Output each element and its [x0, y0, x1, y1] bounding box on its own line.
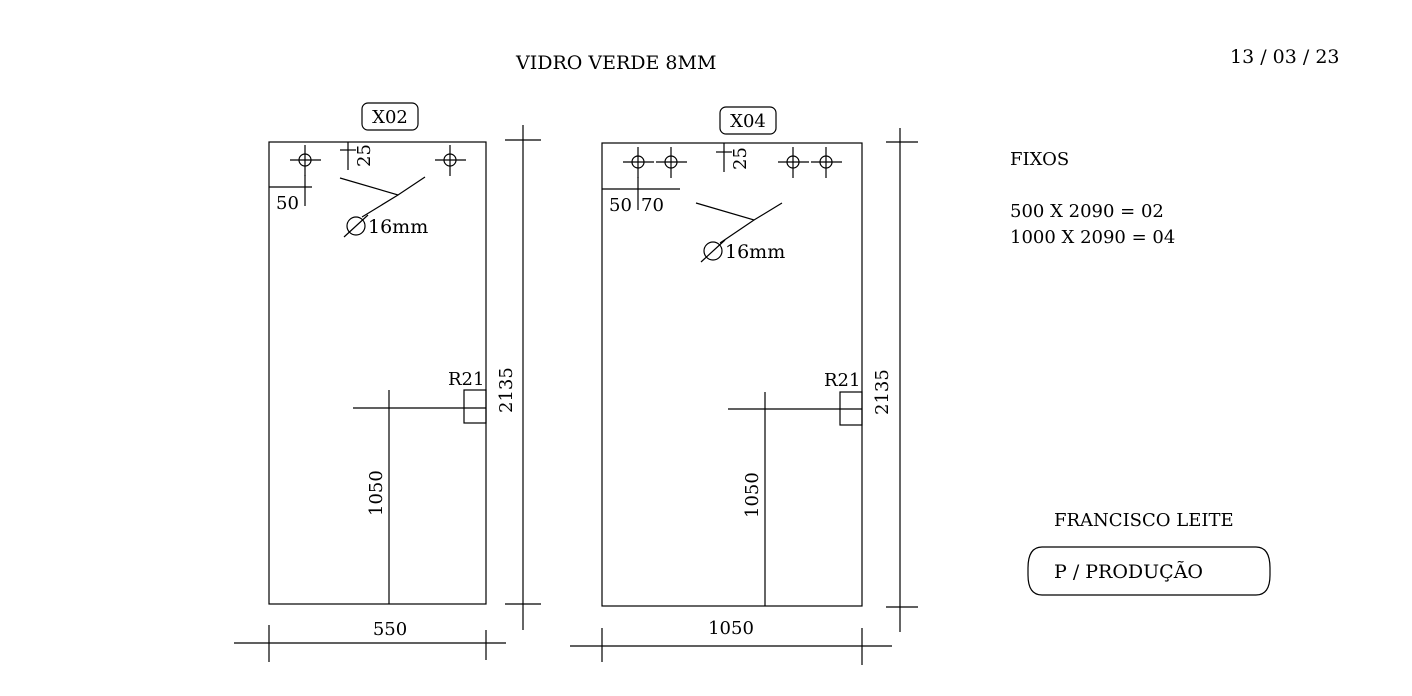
- production-badge: P / PRODUÇÃO: [1054, 561, 1203, 583]
- hole-diameter-label: 16mm: [725, 241, 785, 263]
- notes-line: 1000 X 2090 = 04: [1010, 227, 1175, 248]
- hole-icon: [623, 147, 654, 178]
- notes-heading: FIXOS: [1010, 149, 1069, 170]
- hole-icon: [778, 147, 809, 178]
- hole-diameter-label: 16mm: [368, 216, 428, 238]
- hole-top-label: 25: [354, 144, 375, 167]
- hole-edge-label: 70: [641, 195, 664, 216]
- glass-outline: [268, 141, 487, 605]
- notch-label: R21: [448, 369, 484, 390]
- panel-tag: X02: [372, 107, 408, 128]
- height-label: 2135: [496, 367, 517, 413]
- handle-height-label: 1050: [366, 470, 387, 516]
- notes: FIXOS 500 X 2090 = 02 1000 X 2090 = 04: [1010, 149, 1175, 248]
- hole-icon: [290, 145, 321, 176]
- notes-line: 500 X 2090 = 02: [1010, 201, 1164, 222]
- glass-panel-x02: X02 50 25 16mm R21 10: [234, 102, 541, 662]
- hole-icon: [435, 145, 466, 176]
- production-badge-outline: [1027, 546, 1271, 596]
- panel-tag-box: [361, 102, 419, 131]
- diameter-icon: [700, 239, 726, 263]
- glass-panel-x04: X04 50 70 25: [570, 106, 918, 665]
- notch-label: R21: [824, 370, 860, 391]
- drawing-date: 13 / 03 / 23: [1230, 46, 1340, 68]
- drawing-title: VIDRO VERDE 8MM: [515, 52, 716, 74]
- hole-top-label: 25: [730, 147, 751, 170]
- handle-notch: [463, 389, 487, 424]
- width-label: 550: [373, 619, 407, 640]
- hole-edge-label: 50: [276, 193, 299, 214]
- glass-outline: [601, 142, 863, 607]
- diameter-icon: [343, 214, 369, 238]
- author-name: FRANCISCO LEITE: [1054, 510, 1234, 531]
- hole-icon: [811, 147, 842, 178]
- hole-icon: [656, 147, 687, 178]
- panel-tag-box: [719, 106, 777, 135]
- hole-edge-label: 50: [609, 195, 632, 216]
- handle-height-label: 1050: [742, 472, 763, 518]
- width-label: 1050: [708, 618, 754, 639]
- panel-tag: X04: [730, 111, 766, 132]
- height-label: 2135: [872, 369, 893, 415]
